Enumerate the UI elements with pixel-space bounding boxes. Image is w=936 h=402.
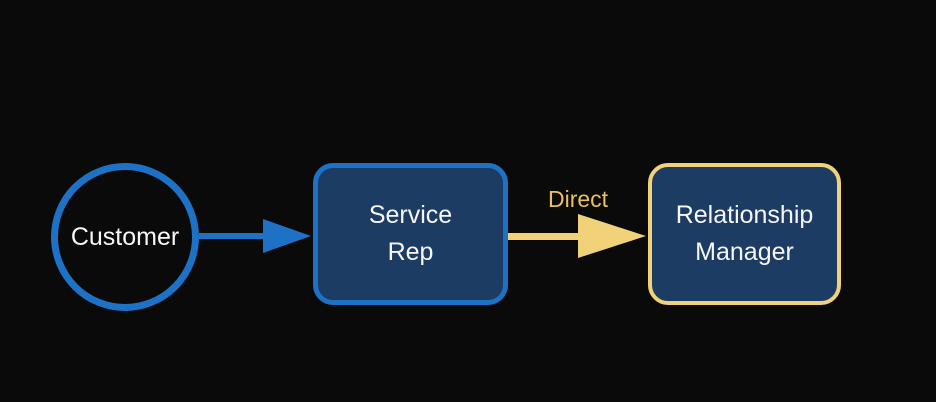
node-service-rep: Service Rep (313, 163, 508, 305)
arrow-shaft (199, 233, 269, 239)
arrow-shaft (508, 233, 586, 240)
arrowhead-icon (263, 219, 311, 253)
arrow-service-rep-to-relationship-manager (508, 214, 646, 258)
node-customer-label: Customer (70, 222, 180, 251)
arrow-customer-to-service-rep (199, 219, 311, 253)
node-relationship-manager: Relationship Manager (648, 163, 841, 305)
node-relationship-manager-label-line2: Manager (695, 238, 794, 266)
node-service-rep-label-line2: Rep (387, 238, 434, 266)
arrowhead-icon (578, 214, 646, 258)
node-customer: Customer (51, 163, 199, 311)
node-service-rep-label-line1: Service (368, 201, 453, 229)
edge-label-direct: Direct (547, 186, 609, 212)
node-relationship-manager-label-line1: Relationship (675, 201, 814, 229)
